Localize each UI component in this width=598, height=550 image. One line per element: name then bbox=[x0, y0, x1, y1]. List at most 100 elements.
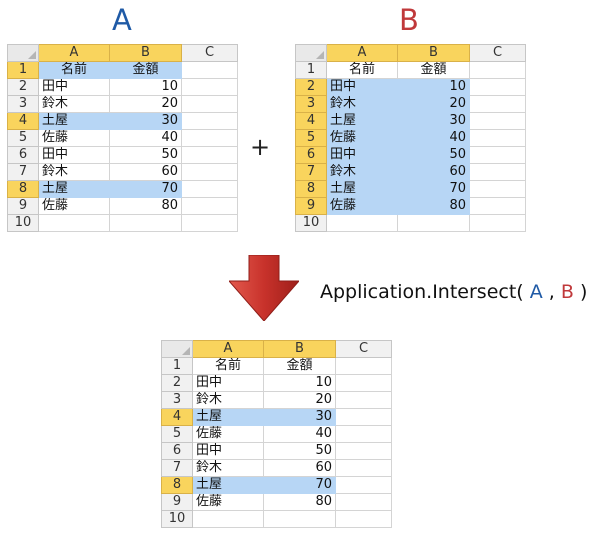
cell-name[interactable]: 鈴木 bbox=[326, 163, 398, 181]
cell-amount[interactable]: 50 bbox=[109, 146, 182, 164]
cell-empty[interactable] bbox=[181, 214, 238, 232]
select-all-corner-icon[interactable] bbox=[295, 44, 327, 62]
cell-empty[interactable] bbox=[335, 459, 392, 477]
cell-amount[interactable]: 20 bbox=[263, 391, 336, 409]
row-header[interactable]: 5 bbox=[7, 129, 39, 147]
cell-name[interactable]: 佐藤 bbox=[192, 425, 264, 443]
cell-amount[interactable]: 10 bbox=[397, 78, 470, 96]
cell-amount[interactable]: 70 bbox=[263, 476, 336, 494]
row-header[interactable]: 8 bbox=[161, 476, 193, 494]
cell-empty[interactable] bbox=[469, 95, 526, 113]
row-header[interactable]: 3 bbox=[161, 391, 193, 409]
cell-empty[interactable] bbox=[335, 442, 392, 460]
row-header[interactable]: 8 bbox=[7, 180, 39, 198]
cell-amount[interactable]: 50 bbox=[263, 442, 336, 460]
cell-empty[interactable] bbox=[181, 163, 238, 181]
row-header[interactable]: 3 bbox=[295, 95, 327, 113]
cell-name[interactable] bbox=[326, 214, 398, 232]
cell-name[interactable]: 土屋 bbox=[192, 476, 264, 494]
row-header[interactable]: 9 bbox=[7, 197, 39, 215]
cell-empty[interactable] bbox=[469, 129, 526, 147]
cell-empty[interactable] bbox=[335, 510, 392, 528]
cell-amount[interactable]: 40 bbox=[109, 129, 182, 147]
cell-empty[interactable] bbox=[469, 197, 526, 215]
cell-amount[interactable]: 70 bbox=[397, 180, 470, 198]
cell-empty[interactable] bbox=[181, 180, 238, 198]
cell-name[interactable]: 鈴木 bbox=[38, 163, 110, 181]
cell-name[interactable]: 鈴木 bbox=[38, 95, 110, 113]
cell-amount[interactable]: 80 bbox=[109, 197, 182, 215]
cell-name[interactable]: 名前 bbox=[326, 61, 398, 79]
cell-name[interactable]: 佐藤 bbox=[38, 197, 110, 215]
cell-amount[interactable]: 50 bbox=[397, 146, 470, 164]
row-header[interactable]: 5 bbox=[295, 129, 327, 147]
cell-amount[interactable]: 70 bbox=[109, 180, 182, 198]
cell-name[interactable]: 田中 bbox=[326, 146, 398, 164]
cell-amount[interactable]: 30 bbox=[109, 112, 182, 130]
row-header[interactable]: 9 bbox=[161, 493, 193, 511]
row-header[interactable]: 6 bbox=[7, 146, 39, 164]
cell-name[interactable]: 名前 bbox=[192, 357, 264, 375]
cell-empty[interactable] bbox=[335, 374, 392, 392]
cell-name[interactable]: 土屋 bbox=[326, 180, 398, 198]
column-header-b[interactable]: B bbox=[109, 44, 182, 62]
row-header[interactable]: 2 bbox=[295, 78, 327, 96]
cell-amount[interactable]: 10 bbox=[109, 78, 182, 96]
cell-empty[interactable] bbox=[181, 146, 238, 164]
row-header[interactable]: 2 bbox=[161, 374, 193, 392]
cell-amount[interactable]: 30 bbox=[397, 112, 470, 130]
row-header[interactable]: 1 bbox=[161, 357, 193, 375]
column-header-c[interactable]: C bbox=[181, 44, 238, 62]
cell-name[interactable] bbox=[38, 214, 110, 232]
cell-name[interactable]: 土屋 bbox=[38, 112, 110, 130]
row-header[interactable]: 4 bbox=[7, 112, 39, 130]
cell-empty[interactable] bbox=[335, 493, 392, 511]
row-header[interactable]: 6 bbox=[161, 442, 193, 460]
row-header[interactable]: 2 bbox=[7, 78, 39, 96]
column-header-b[interactable]: B bbox=[397, 44, 470, 62]
cell-amount[interactable]: 60 bbox=[109, 163, 182, 181]
cell-amount[interactable]: 30 bbox=[263, 408, 336, 426]
cell-empty[interactable] bbox=[469, 78, 526, 96]
cell-name[interactable]: 田中 bbox=[326, 78, 398, 96]
row-header[interactable]: 4 bbox=[161, 408, 193, 426]
cell-amount[interactable]: 60 bbox=[263, 459, 336, 477]
cell-name[interactable]: 土屋 bbox=[38, 180, 110, 198]
row-header[interactable]: 9 bbox=[295, 197, 327, 215]
row-header[interactable]: 7 bbox=[7, 163, 39, 181]
column-header-a[interactable]: A bbox=[38, 44, 110, 62]
row-header[interactable]: 10 bbox=[161, 510, 193, 528]
cell-amount[interactable]: 80 bbox=[397, 197, 470, 215]
cell-amount[interactable]: 10 bbox=[263, 374, 336, 392]
cell-name[interactable]: 佐藤 bbox=[38, 129, 110, 147]
cell-empty[interactable] bbox=[181, 78, 238, 96]
cell-name[interactable]: 田中 bbox=[38, 78, 110, 96]
cell-name[interactable]: 土屋 bbox=[192, 408, 264, 426]
cell-amount[interactable]: 80 bbox=[263, 493, 336, 511]
cell-empty[interactable] bbox=[335, 408, 392, 426]
cell-amount[interactable]: 20 bbox=[397, 95, 470, 113]
row-header[interactable]: 3 bbox=[7, 95, 39, 113]
cell-name[interactable] bbox=[192, 510, 264, 528]
row-header[interactable]: 10 bbox=[295, 214, 327, 232]
cell-name[interactable]: 名前 bbox=[38, 61, 110, 79]
cell-empty[interactable] bbox=[469, 180, 526, 198]
cell-amount[interactable]: 金額 bbox=[263, 357, 336, 375]
cell-amount[interactable] bbox=[263, 510, 336, 528]
row-header[interactable]: 5 bbox=[161, 425, 193, 443]
row-header[interactable]: 6 bbox=[295, 146, 327, 164]
cell-empty[interactable] bbox=[469, 214, 526, 232]
row-header[interactable]: 10 bbox=[7, 214, 39, 232]
row-header[interactable]: 1 bbox=[7, 61, 39, 79]
cell-empty[interactable] bbox=[469, 61, 526, 79]
row-header[interactable]: 1 bbox=[295, 61, 327, 79]
column-header-a[interactable]: A bbox=[326, 44, 398, 62]
cell-name[interactable]: 佐藤 bbox=[326, 129, 398, 147]
select-all-corner-icon[interactable] bbox=[161, 340, 193, 358]
cell-amount[interactable] bbox=[109, 214, 182, 232]
column-header-b[interactable]: B bbox=[263, 340, 336, 358]
cell-name[interactable]: 田中 bbox=[192, 442, 264, 460]
cell-empty[interactable] bbox=[335, 476, 392, 494]
cell-amount[interactable]: 金額 bbox=[109, 61, 182, 79]
cell-empty[interactable] bbox=[181, 197, 238, 215]
